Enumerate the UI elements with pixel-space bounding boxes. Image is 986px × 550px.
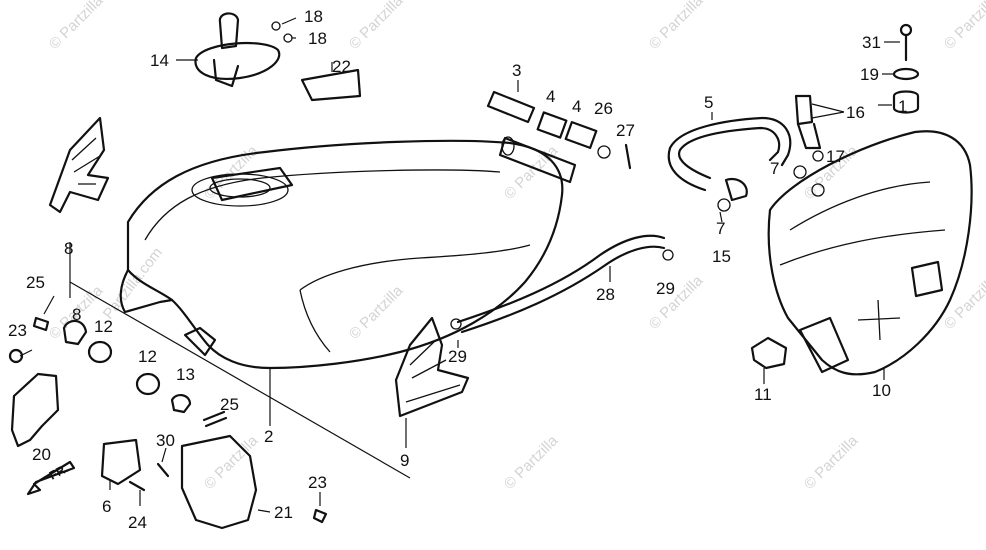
watermark: © Partzilla bbox=[801, 432, 862, 493]
fuel-line bbox=[450, 234, 674, 334]
callout-25: 25 bbox=[26, 273, 45, 292]
watermark: © Partzilla bbox=[646, 272, 707, 333]
front-arrow-icon: FR. bbox=[26, 460, 76, 496]
callout-4: 4 bbox=[546, 87, 555, 106]
callout-18: 18 bbox=[304, 7, 323, 26]
emblem-right bbox=[394, 316, 470, 418]
watermark: © Partzilla bbox=[941, 0, 986, 53]
callout-14: 14 bbox=[150, 51, 169, 70]
callout-30: 30 bbox=[156, 431, 175, 450]
hardware-stack bbox=[892, 23, 920, 114]
clips bbox=[717, 165, 825, 212]
fuel-cap bbox=[194, 12, 293, 88]
callout-labels: 1 2 3 4 4 5 6 7 7 8 8 9 10 11 12 12 13 1… bbox=[8, 7, 907, 532]
callout-17: 17 bbox=[826, 147, 845, 166]
callout-25: 25 bbox=[220, 395, 239, 414]
callout-12: 12 bbox=[94, 317, 113, 336]
callout-20: 20 bbox=[32, 445, 51, 464]
side-cover-left bbox=[10, 372, 60, 448]
callout-31: 31 bbox=[862, 33, 881, 52]
callout-15: 15 bbox=[712, 247, 731, 266]
callout-26: 26 bbox=[594, 99, 613, 118]
callout-23: 23 bbox=[8, 321, 27, 340]
mounting-bracket bbox=[100, 438, 142, 486]
callout-7: 7 bbox=[716, 219, 725, 238]
callout-2: 2 bbox=[264, 427, 273, 446]
reserve-tank bbox=[767, 130, 973, 376]
callout-9: 9 bbox=[400, 451, 409, 470]
breather-hose bbox=[667, 116, 792, 192]
callout-21: 21 bbox=[274, 503, 293, 522]
callout-8: 8 bbox=[72, 305, 81, 324]
caution-label-shape bbox=[300, 68, 362, 102]
callout-5: 5 bbox=[704, 93, 713, 112]
callout-29: 29 bbox=[448, 347, 467, 366]
fuel-tank bbox=[119, 136, 577, 370]
callout-10: 10 bbox=[872, 381, 891, 400]
side-cover-right bbox=[180, 434, 258, 530]
callout-12: 12 bbox=[138, 347, 157, 366]
callout-19: 19 bbox=[860, 65, 879, 84]
watermark: © Partzilla bbox=[941, 272, 986, 333]
emblem-left bbox=[48, 116, 110, 214]
vent-tubes bbox=[486, 90, 632, 170]
callout-11: 11 bbox=[754, 385, 772, 404]
bracket bbox=[750, 336, 788, 370]
watermark: © Partzilla bbox=[501, 142, 562, 203]
watermark: © Partzilla bbox=[346, 0, 407, 53]
callout-28: 28 bbox=[596, 285, 615, 304]
callout-6: 6 bbox=[102, 497, 111, 516]
leader-lines bbox=[19, 17, 900, 513]
callout-1: 1 bbox=[898, 97, 907, 116]
callout-3: 3 bbox=[512, 61, 521, 80]
callout-13: 13 bbox=[176, 365, 195, 384]
small-hardware-left bbox=[8, 316, 328, 524]
watermark: © Partzilla bbox=[346, 282, 407, 343]
watermark: © Partzilla bbox=[501, 432, 562, 493]
callout-24: 24 bbox=[128, 513, 147, 532]
callout-23: 23 bbox=[308, 473, 327, 492]
callout-8: 8 bbox=[64, 239, 73, 258]
callout-16: 16 bbox=[846, 103, 865, 122]
callout-18: 18 bbox=[308, 29, 327, 48]
callout-27: 27 bbox=[616, 121, 635, 140]
callout-29: 29 bbox=[656, 279, 675, 298]
watermark: © Partzilla bbox=[646, 0, 707, 53]
callout-7: 7 bbox=[770, 159, 779, 178]
fuel-valve bbox=[794, 94, 824, 162]
callout-4: 4 bbox=[572, 97, 581, 116]
callout-22: 22 bbox=[332, 57, 351, 76]
watermark: © Partzilla bbox=[46, 0, 107, 53]
